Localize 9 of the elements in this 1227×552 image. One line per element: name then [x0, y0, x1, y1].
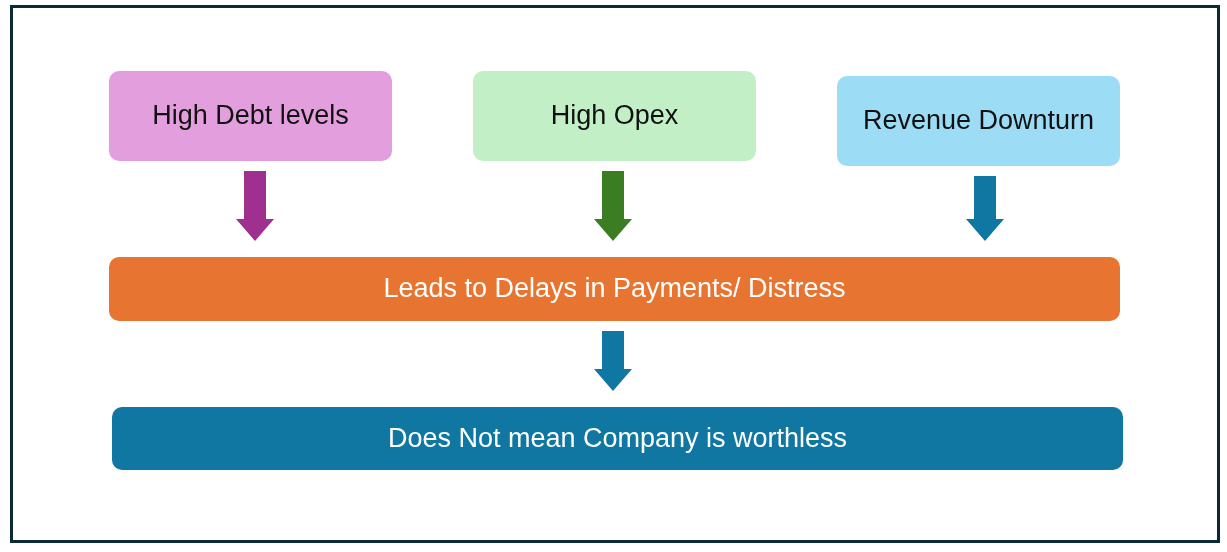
block-arrow: [236, 171, 274, 241]
block-arrow: [966, 176, 1004, 241]
cause-box: High Opex: [473, 71, 756, 161]
conclusion-bar: Does Not mean Company is worthless: [112, 407, 1123, 470]
cause-box: Revenue Downturn: [837, 76, 1120, 166]
outcome-bar: Leads to Delays in Payments/ Distress: [109, 257, 1120, 321]
cause-box: High Debt levels: [109, 71, 392, 161]
block-arrow: [594, 331, 632, 391]
block-arrow: [594, 171, 632, 241]
